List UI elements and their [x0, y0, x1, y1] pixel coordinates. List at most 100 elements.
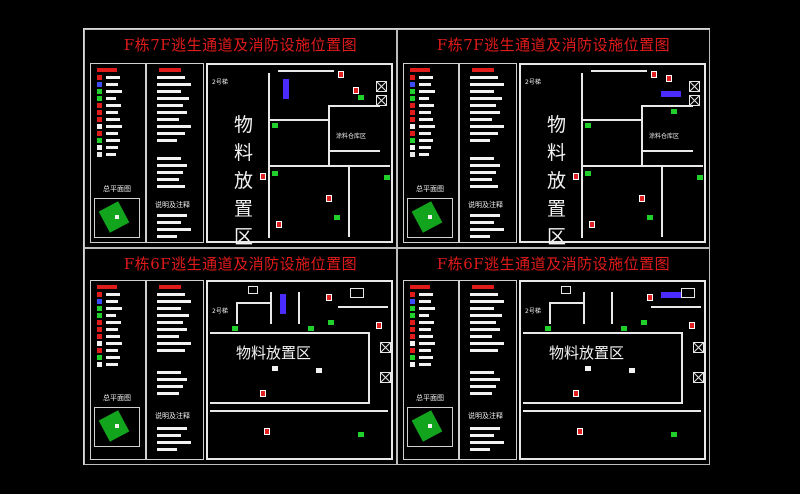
note-line — [157, 76, 185, 79]
note-line — [470, 111, 500, 114]
exit-sign-icon — [671, 432, 677, 437]
note-line — [470, 185, 498, 188]
key-plan-marker — [115, 215, 119, 219]
key-plan — [94, 198, 140, 238]
hydrant-icon — [280, 294, 286, 314]
note-line — [157, 178, 179, 181]
extinguisher-icon — [326, 195, 332, 202]
floor-plan-quadrant: F栋6F逃生通道及消防设施位置图 总平面图 — [397, 248, 710, 465]
exit-sign-icon — [621, 326, 627, 331]
legend-panel: 总平面图 — [403, 63, 459, 243]
key-plan-label: 总平面图 — [416, 394, 444, 402]
key-plan-marker — [428, 424, 432, 428]
legend-heading — [410, 285, 430, 289]
note-line — [157, 441, 191, 444]
note-line — [157, 90, 181, 93]
note-line — [157, 328, 187, 331]
extinguisher-icon — [577, 428, 583, 435]
note-line — [157, 314, 189, 317]
note-line — [157, 385, 183, 388]
hydrant-icon — [661, 292, 681, 298]
stair-tag: 2号梯 — [525, 308, 541, 315]
exit-sign-icon — [232, 326, 238, 331]
exit-sign-icon — [585, 171, 591, 176]
key-plan-label: 总平面图 — [103, 394, 131, 402]
key-plan-building — [411, 201, 443, 233]
note-line — [470, 90, 494, 93]
exit-sign-icon — [272, 123, 278, 128]
note-line — [470, 118, 492, 121]
note-line — [157, 221, 181, 224]
legend-panel: 总平面图 — [90, 63, 146, 243]
extinguisher-icon — [666, 75, 672, 82]
note-line — [470, 307, 494, 310]
floor-plan: 2号梯 物料放置区 — [519, 280, 706, 460]
zone-label: 物料放置区 — [549, 344, 625, 362]
note-line — [470, 76, 498, 79]
wall — [348, 167, 350, 237]
note-line — [157, 392, 179, 395]
wall — [523, 410, 701, 412]
sheet-title: F栋6F逃生通道及消防设施位置图 — [436, 255, 671, 273]
wall — [330, 105, 380, 107]
note-line — [470, 104, 496, 107]
wall — [591, 70, 647, 72]
stair-icon — [693, 342, 704, 353]
note-line — [470, 171, 496, 174]
stair-tag: 2号梯 — [212, 79, 228, 86]
wall — [238, 302, 270, 304]
notes-label: 说明及注释 — [155, 201, 190, 209]
wall — [651, 306, 701, 308]
note-line — [470, 132, 498, 135]
extinguisher-icon — [651, 71, 657, 78]
exit-sign-icon — [585, 123, 591, 128]
exit-sign-icon — [272, 171, 278, 176]
extinguisher-icon — [260, 173, 266, 180]
note-line — [470, 125, 504, 128]
note-line — [470, 293, 498, 296]
note-line — [470, 314, 502, 317]
note-line — [470, 139, 490, 142]
note-line — [157, 125, 191, 128]
note-line — [157, 157, 181, 160]
room-label: 涂料仓库区 — [649, 133, 680, 140]
wall — [270, 119, 330, 121]
note-line — [470, 83, 504, 86]
wall — [338, 306, 388, 308]
note-line — [157, 185, 185, 188]
wall — [278, 70, 334, 72]
wall — [298, 292, 300, 324]
extinguisher-icon — [589, 221, 595, 228]
note-line — [157, 132, 185, 135]
note-line — [157, 228, 191, 231]
stair-icon — [380, 342, 391, 353]
note-line — [157, 434, 181, 437]
note-line — [157, 97, 189, 100]
note-line — [157, 164, 187, 167]
key-plan — [407, 407, 453, 447]
wall — [368, 332, 370, 402]
note-line — [470, 221, 494, 224]
note-line — [157, 214, 187, 217]
note-line — [157, 349, 185, 352]
exit-sign-icon — [647, 215, 653, 220]
exit-sign-icon — [358, 95, 364, 100]
note-line — [470, 378, 500, 381]
note-line — [157, 371, 181, 374]
wall — [581, 73, 583, 238]
note-line — [470, 349, 498, 352]
key-plan — [407, 198, 453, 238]
wall — [549, 302, 551, 324]
wall — [268, 73, 270, 238]
wall — [328, 105, 330, 165]
note-line — [157, 83, 191, 86]
room-label: 涂料仓库区 — [336, 133, 367, 140]
exit-sign-icon — [641, 320, 647, 325]
note-line — [157, 300, 191, 303]
stair-icon — [693, 372, 704, 383]
exit-sign-icon — [316, 368, 322, 373]
exit-sign-icon — [671, 109, 677, 114]
exit-sign-icon — [334, 215, 340, 220]
note-line — [470, 235, 490, 238]
note-line — [157, 235, 177, 238]
